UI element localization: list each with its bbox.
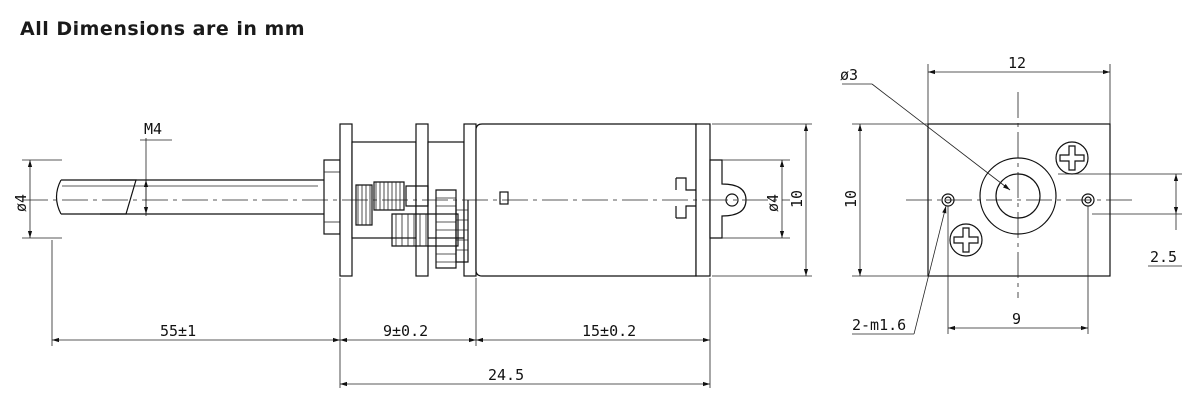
end-height-dimension: 10 [842,123,928,277]
thread-callout: M4 [140,120,172,216]
hole-spacing-label: 9 [1012,310,1021,328]
page-title: All Dimensions are in mm [20,18,306,40]
shaft-diameter-label: ø4 [12,194,30,212]
boss-diameter-dimension: ø4 [722,159,790,239]
shaft-length-label: 55±1 [160,322,196,340]
thread-label: M4 [144,120,162,138]
shaft-hole-callout: ø3 [840,66,1011,191]
motor-length-dimension: 15±0.2 [476,322,710,343]
motor-length-label: 15±0.2 [582,322,636,340]
end-width-dimension: 12 [927,54,1111,124]
offset-dimension: 2.5 [1058,173,1182,267]
shaft-diameter-dimension: ø4 [12,159,62,239]
output-shaft [55,159,341,235]
holes-label: 2-m1.6 [852,316,906,334]
total-length-dimension: 24.5 [340,366,710,387]
gearbox-length-label: 9±0.2 [383,322,428,340]
bearing-boss [979,157,1057,235]
gearbox-length-dimension: 9±0.2 [340,322,476,343]
side-height-dimension: 10 [712,123,812,277]
offset-label: 2.5 [1150,248,1177,266]
end-width-label: 12 [1008,54,1026,72]
total-length-label: 24.5 [488,366,524,384]
hole-spacing-dimension: 9 [947,206,1089,334]
shaft-hole [995,173,1041,219]
shaft-hole-label: ø3 [840,66,858,84]
side-view: M4 ø4 ø4 10 55±1 [12,120,812,388]
shaft-length-dimension: 55±1 [52,322,340,343]
end-view: ø3 12 10 9 2.5 [840,54,1182,335]
screw-head-bottom [949,223,983,257]
end-height-label: 10 [842,190,860,208]
holes-callout: 2-m1.6 [852,205,947,335]
side-height-label: 10 [788,190,806,208]
boss-diameter-label: ø4 [764,194,782,212]
